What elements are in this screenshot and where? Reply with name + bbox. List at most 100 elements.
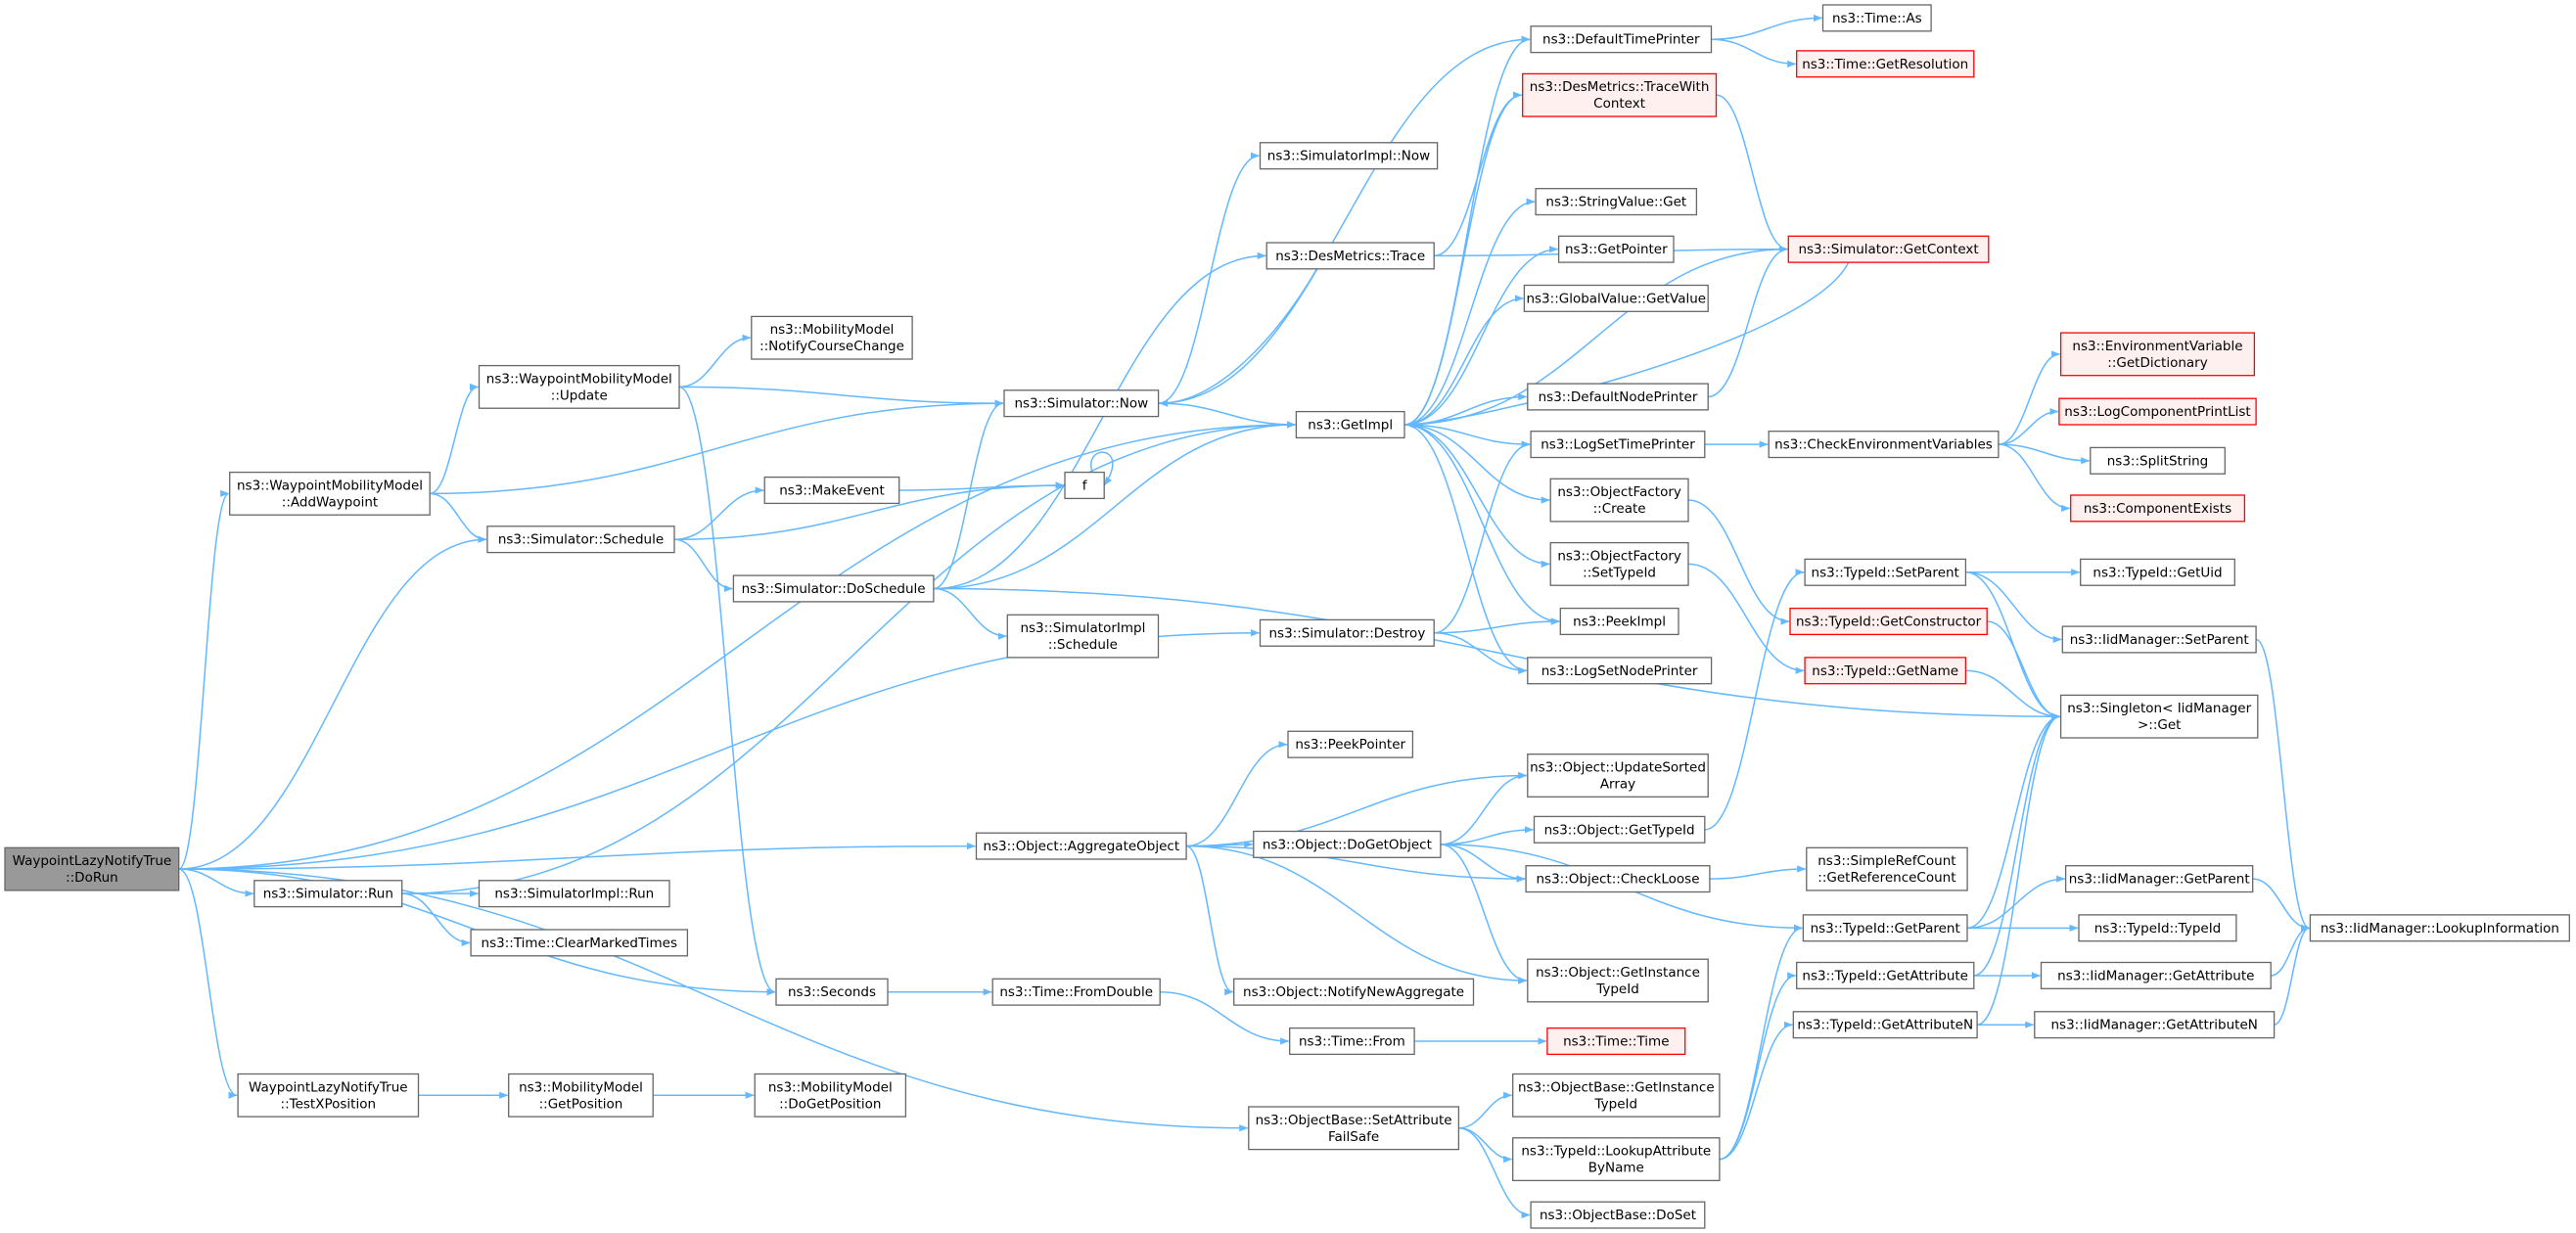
node-simplerefcount[interactable]: ns3::SimpleRefCount::GetReferenceCount — [1806, 846, 1968, 891]
node-box[interactable] — [1233, 978, 1475, 1006]
node-box[interactable] — [1512, 1073, 1721, 1118]
node-box[interactable] — [1527, 958, 1709, 1003]
node-time-from[interactable]: ns3::Time::From — [1289, 1027, 1415, 1056]
node-typeid-getattributen[interactable]: ns3::TypeId::GetAttributeN — [1792, 1011, 1978, 1039]
node-simimpl-now[interactable]: ns3::SimulatorImpl::Now — [1259, 142, 1439, 170]
node-box[interactable] — [1789, 607, 1988, 636]
node-obj-aggregate[interactable]: ns3::Object::AggregateObject — [975, 832, 1187, 860]
node-box[interactable] — [2059, 332, 2256, 377]
node-box[interactable] — [1064, 471, 1105, 500]
node-f[interactable]: f — [1064, 471, 1105, 500]
node-time-as[interactable]: ns3::Time::As — [1821, 4, 1932, 32]
node-box[interactable] — [2309, 914, 2570, 942]
node-typeid-typeid[interactable]: ns3::TypeId::TypeId — [2078, 914, 2237, 942]
node-typeid-getconstructor[interactable]: ns3::TypeId::GetConstructor — [1789, 607, 1988, 636]
node-box[interactable] — [1549, 478, 1689, 523]
node-box[interactable] — [1525, 865, 1711, 893]
node-box[interactable] — [2058, 397, 2257, 426]
node-box[interactable] — [2078, 914, 2237, 942]
node-box[interactable] — [478, 364, 680, 409]
node-box[interactable] — [478, 880, 670, 908]
node-box[interactable] — [2059, 694, 2259, 739]
node-box[interactable] — [975, 832, 1187, 860]
node-box[interactable] — [253, 880, 403, 908]
node-simimpl-schedule[interactable]: ns3::SimulatorImpl::Schedule — [1006, 614, 1160, 659]
node-box[interactable] — [2070, 494, 2246, 523]
node-box[interactable] — [775, 978, 889, 1006]
node-box[interactable] — [1289, 1027, 1415, 1056]
node-box[interactable] — [1512, 1137, 1721, 1182]
node-box[interactable] — [2090, 446, 2226, 475]
node-box[interactable] — [1253, 830, 1442, 858]
node-singleton-get[interactable]: ns3::Singleton< IidManager >::Get — [2059, 694, 2259, 739]
node-box[interactable] — [1530, 1201, 1706, 1229]
node-makeevent[interactable]: ns3::MakeEvent — [763, 476, 900, 505]
node-box[interactable] — [1522, 72, 1718, 117]
node-time-clearmarked[interactable]: ns3::Time::ClearMarkedTimes — [470, 929, 689, 957]
node-box[interactable] — [1796, 50, 1975, 78]
node-box[interactable] — [1527, 754, 1709, 798]
node-objfactory-settypeid[interactable]: ns3::ObjectFactory::SetTypeId — [1549, 541, 1689, 586]
node-box[interactable] — [237, 1073, 420, 1118]
node-sim-now[interactable]: ns3::Simulator::Now — [1003, 389, 1160, 418]
node-checkenvvars[interactable]: ns3::CheckEnvironmentVariables — [1768, 431, 2000, 459]
node-box[interactable] — [1523, 284, 1709, 312]
node-box[interactable] — [763, 476, 900, 505]
node-iidmgr-getattribute[interactable]: ns3::IidManager::GetAttribute — [2040, 961, 2272, 989]
node-box[interactable] — [1768, 431, 2000, 459]
node-box[interactable] — [2064, 865, 2254, 893]
node-defaultnodeprinter[interactable]: ns3::DefaultNodePrinter — [1527, 383, 1709, 411]
node-typeid-getname[interactable]: ns3::TypeId::GetName — [1804, 657, 1967, 685]
node-desmetrics-trace[interactable]: ns3::DesMetrics::Trace — [1265, 242, 1435, 270]
node-obj-gettypeid[interactable]: ns3::Object::GetTypeId — [1533, 815, 1706, 844]
node-globalvalue-getvalue[interactable]: ns3::GlobalValue::GetValue — [1523, 284, 1709, 312]
node-peekpointer[interactable]: ns3::PeekPointer — [1287, 730, 1414, 758]
node-box[interactable] — [1265, 242, 1435, 270]
node-box[interactable] — [1804, 558, 1967, 586]
node-defaulttimeprinter[interactable]: ns3::DefaultTimePrinter — [1530, 25, 1713, 54]
node-iidmgr-getattributen[interactable]: ns3::IidManager::GetAttributeN — [2034, 1011, 2276, 1039]
node-wmm-update[interactable]: ns3::WaypointMobilityModel::Update — [478, 364, 680, 409]
node-box[interactable] — [732, 574, 935, 603]
node-box[interactable] — [1259, 142, 1439, 170]
node-box[interactable] — [1549, 541, 1689, 586]
node-componentexists[interactable]: ns3::ComponentExists — [2070, 494, 2246, 523]
node-box[interactable] — [1527, 657, 1713, 685]
node-mm-getposition[interactable]: ns3::MobilityModel::GetPosition — [508, 1073, 654, 1118]
node-time-fromdouble[interactable]: ns3::Time::FromDouble — [991, 978, 1161, 1006]
node-stringvalue-get[interactable]: ns3::StringValue::Get — [1535, 188, 1698, 216]
node-typeid-getuid[interactable]: ns3::TypeId::GetUid — [2080, 558, 2235, 586]
node-box[interactable] — [1527, 383, 1709, 411]
node-box[interactable] — [2034, 1011, 2276, 1039]
node-sim-doschedule[interactable]: ns3::Simulator::DoSchedule — [732, 574, 935, 603]
node-box[interactable] — [1248, 1106, 1460, 1151]
node-box[interactable] — [1787, 235, 1990, 263]
node-box[interactable] — [1559, 607, 1679, 636]
node-sim-schedule[interactable]: ns3::Simulator::Schedule — [486, 525, 675, 554]
node-box[interactable] — [1802, 914, 1968, 942]
node-box[interactable] — [1003, 389, 1160, 418]
node-time-getresolution[interactable]: ns3::Time::GetResolution — [1796, 50, 1975, 78]
node-obj-checkloose[interactable]: ns3::Object::CheckLoose — [1525, 865, 1711, 893]
node-box[interactable] — [229, 471, 431, 516]
node-obj-dogetobject[interactable]: ns3::Object::DoGetObject — [1253, 830, 1442, 858]
node-box[interactable] — [2080, 558, 2235, 586]
node-box[interactable] — [508, 1073, 654, 1118]
node-mm-dogetposition[interactable]: ns3::MobilityModel::DoGetPosition — [754, 1073, 907, 1118]
node-box[interactable] — [1287, 730, 1414, 758]
node-iidmgr-setparent[interactable]: ns3::IidManager::SetParent — [2061, 625, 2257, 654]
node-logsettimeprinter[interactable]: ns3::LogSetTimePrinter — [1530, 431, 1706, 459]
node-box[interactable] — [1821, 4, 1932, 32]
node-box[interactable] — [1796, 961, 1975, 989]
node-sim-run[interactable]: ns3::Simulator::Run — [253, 880, 403, 908]
node-box[interactable] — [1557, 235, 1675, 263]
node-typeid-setparent[interactable]: ns3::TypeId::SetParent — [1804, 558, 1967, 586]
node-objfactory-create[interactable]: ns3::ObjectFactory::Create — [1549, 478, 1689, 523]
node-objbase-doset[interactable]: ns3::ObjectBase::DoSet — [1530, 1201, 1706, 1229]
node-box[interactable] — [754, 1073, 907, 1118]
node-wmm-addwaypoint[interactable]: ns3::WaypointMobilityModel::AddWaypoint — [229, 471, 431, 516]
